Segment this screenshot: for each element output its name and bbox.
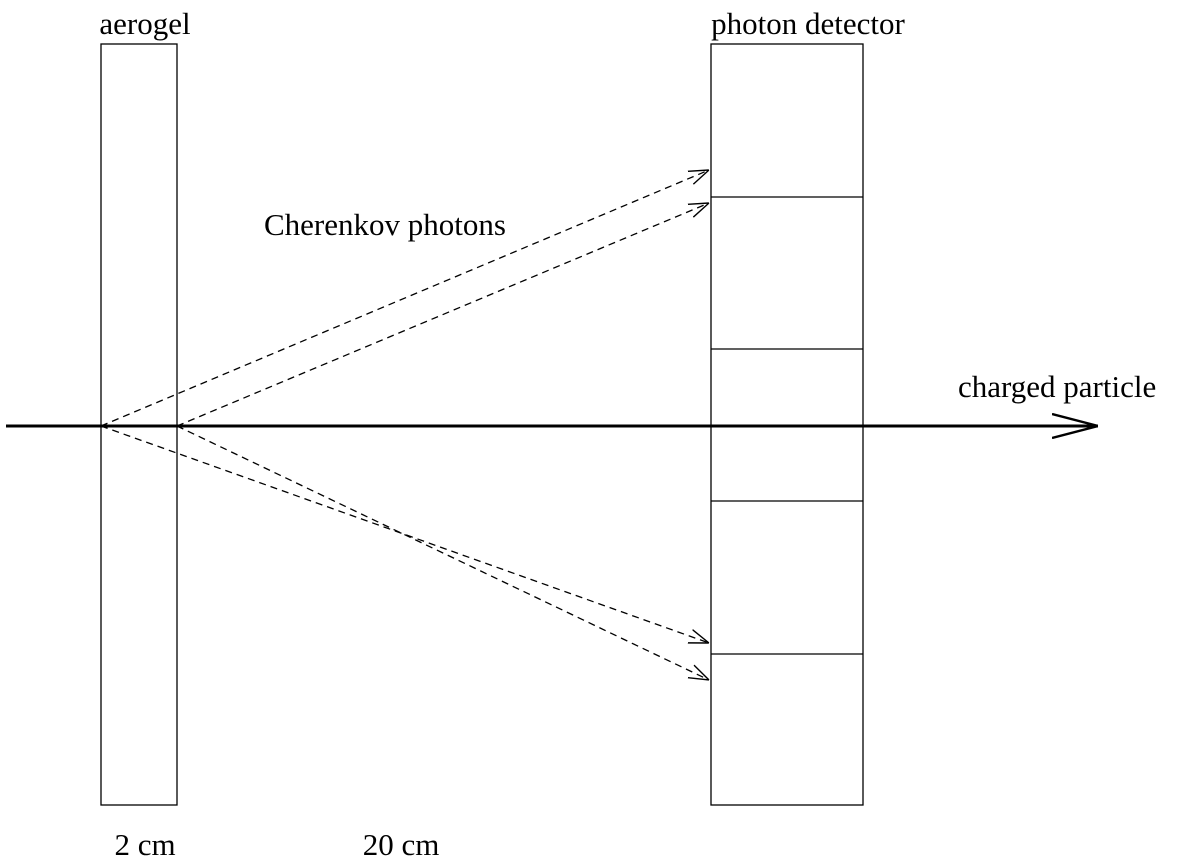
photon-ray-upper-inner (176, 203, 709, 427)
charged-particle-label: charged particle (958, 369, 1156, 404)
cherenkov-photons-label: Cherenkov photons (264, 207, 506, 242)
aerogel-thickness-label: 2 cm (114, 827, 175, 862)
photon-ray-lower-inner (176, 425, 709, 680)
aerogel-label: aerogel (99, 6, 190, 41)
photon-ray-upper-outer (100, 170, 709, 427)
cherenkov-rays (100, 170, 709, 680)
photon-detector-label: photon detector (711, 6, 905, 41)
distance-label: 20 cm (363, 827, 440, 862)
